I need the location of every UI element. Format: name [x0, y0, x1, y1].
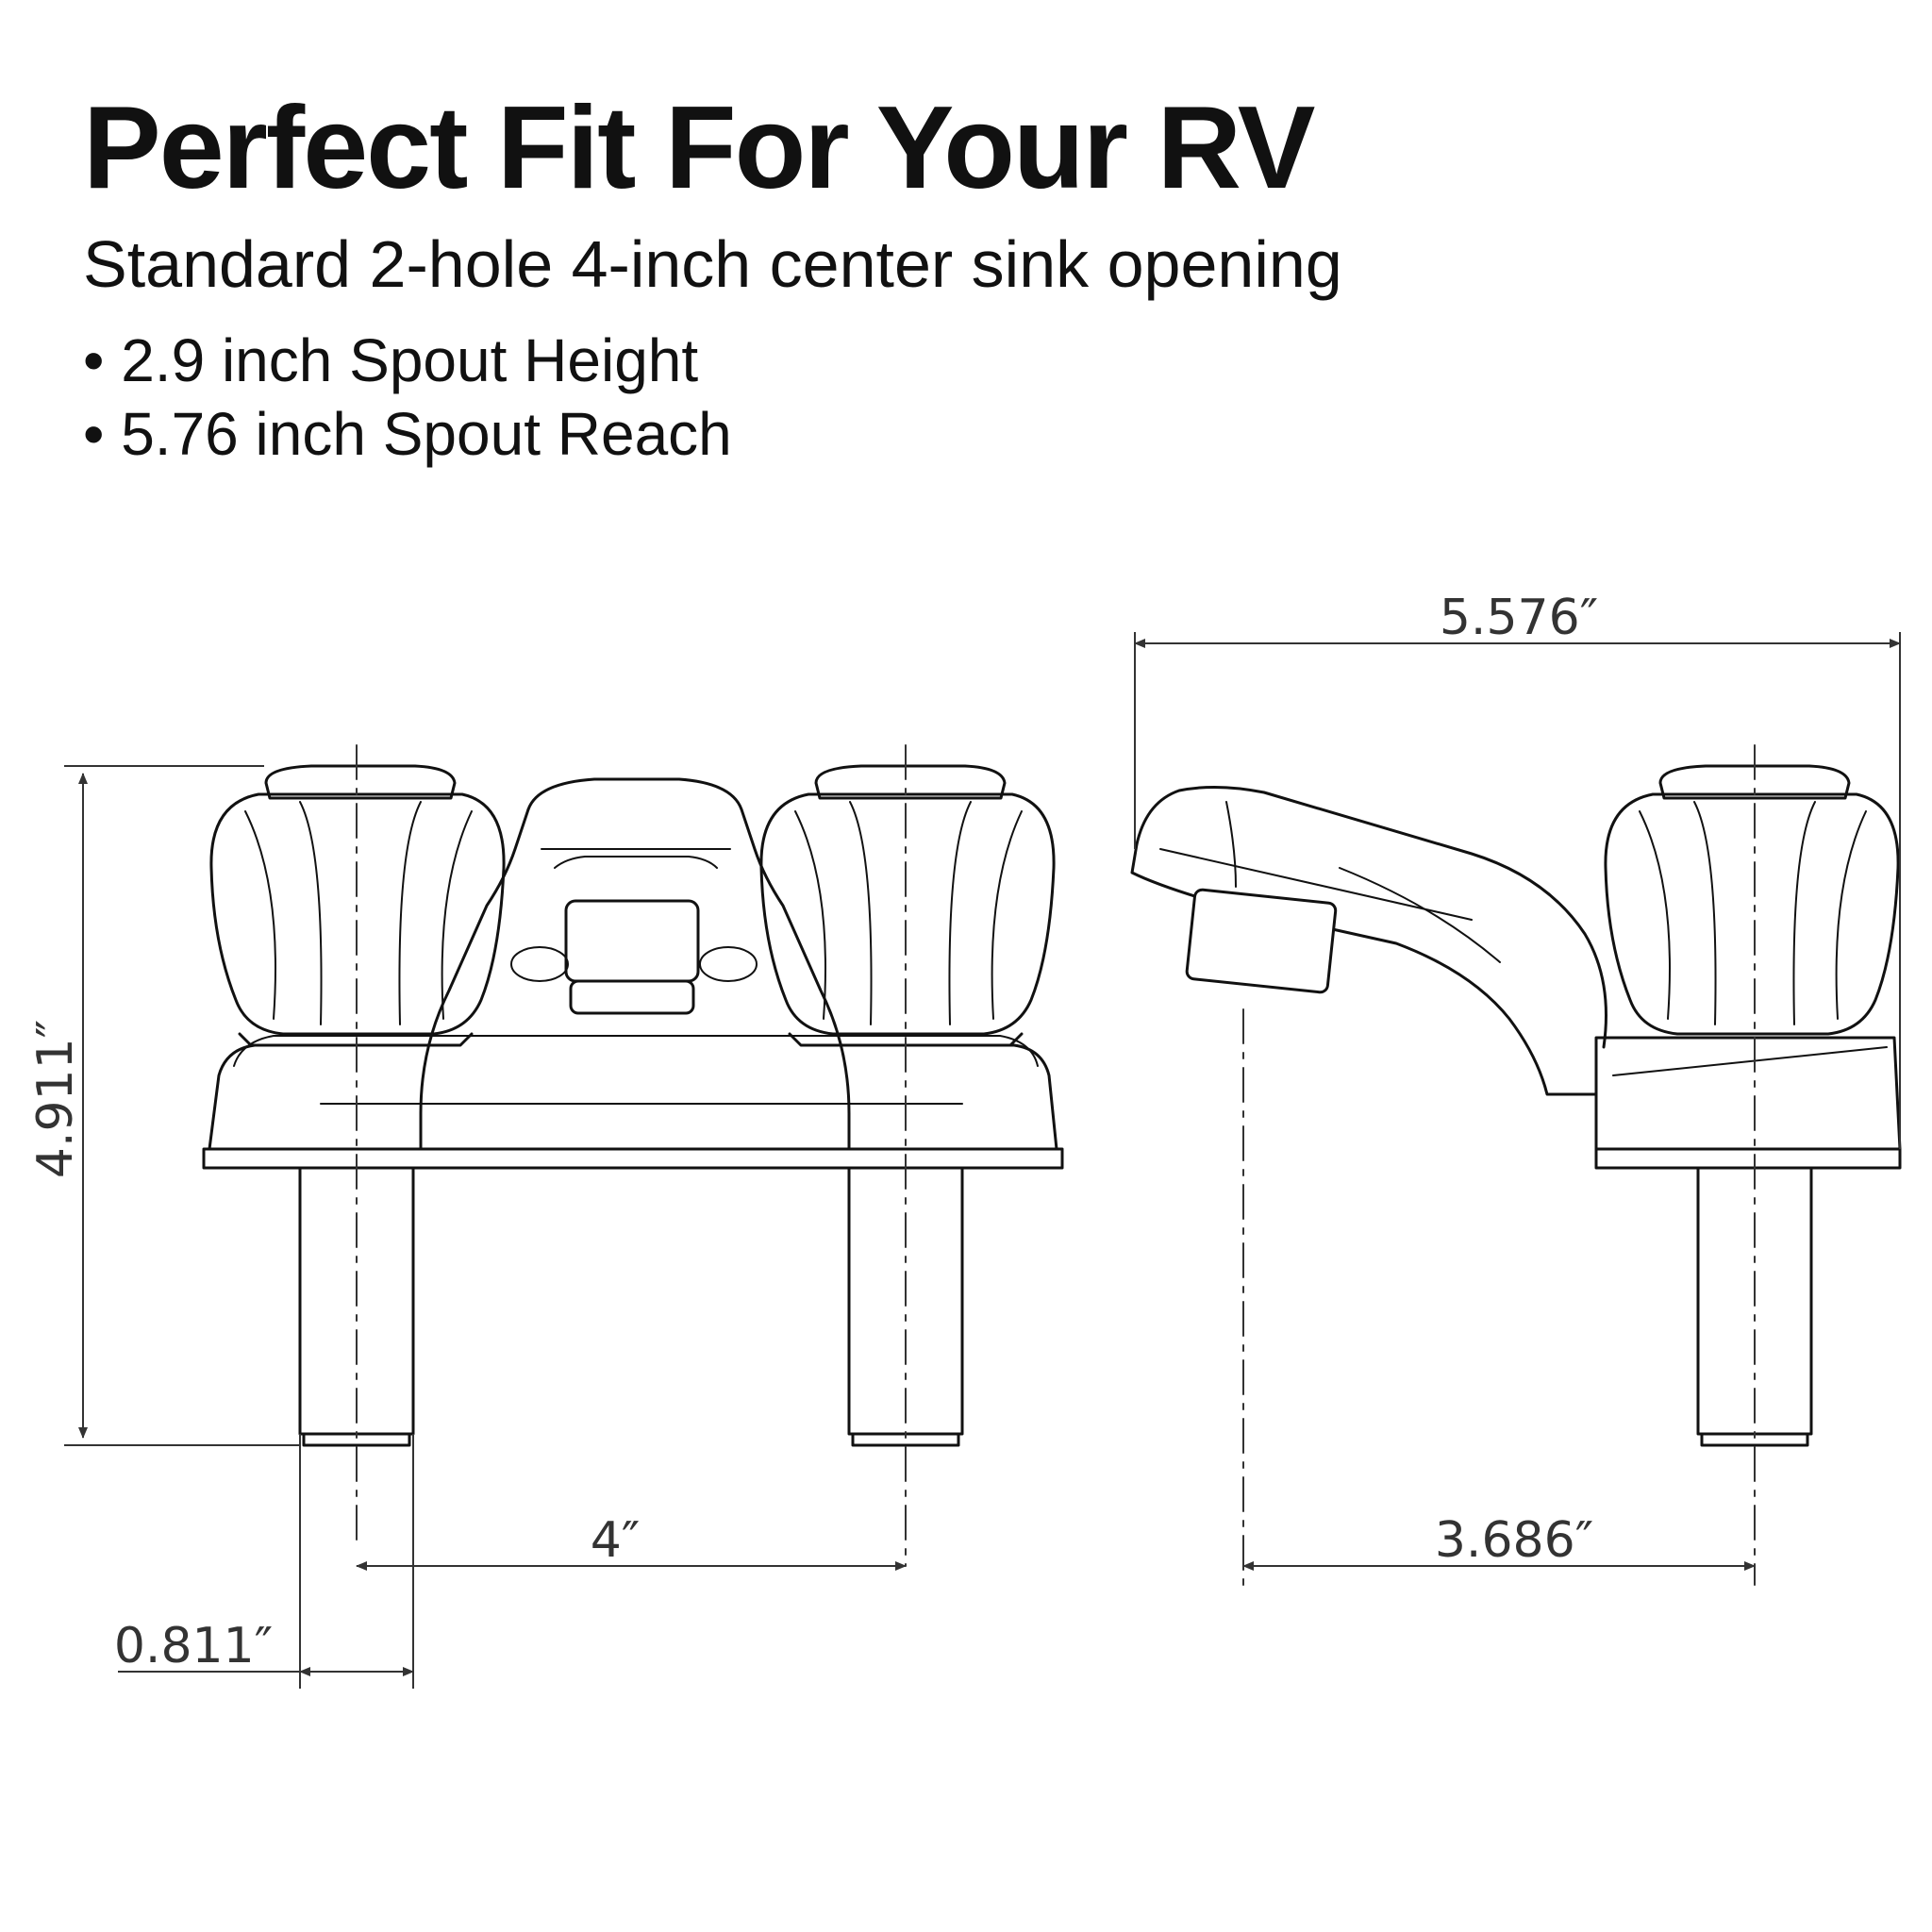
side-base — [1594, 1036, 1902, 1170]
page-subtitle: Standard 2-hole 4-inch center sink openi… — [83, 227, 1342, 301]
page-title: Perfect Fit For Your RV — [83, 83, 1315, 213]
front-shanks — [298, 1166, 964, 1447]
spec-spout-reach: • 5.76 inch Spout Reach — [83, 400, 732, 468]
dim-label-shank-diameter: 0.811″ — [114, 1618, 273, 1674]
dim-label-overall-length: 5.576″ — [1440, 590, 1598, 646]
side-view — [1130, 744, 1902, 1586]
side-spout — [1130, 785, 1607, 1096]
right-handle — [759, 764, 1056, 1047]
side-handle — [1604, 764, 1900, 1036]
left-handle — [209, 764, 506, 1047]
spec-spout-height: • 2.9 inch Spout Height — [83, 326, 699, 394]
dim-label-height: 4.911″ — [27, 1020, 84, 1178]
dimension-lines — [64, 632, 1901, 1689]
dim-label-center-spacing: 4″ — [591, 1512, 641, 1569]
front-spout — [419, 777, 851, 1151]
side-centerlines — [1242, 744, 1756, 1586]
front-centerlines — [356, 744, 907, 1567]
front-view — [202, 744, 1064, 1567]
front-base-plate — [202, 1035, 1064, 1170]
dim-label-spout-reach: 3.686″ — [1435, 1512, 1593, 1569]
